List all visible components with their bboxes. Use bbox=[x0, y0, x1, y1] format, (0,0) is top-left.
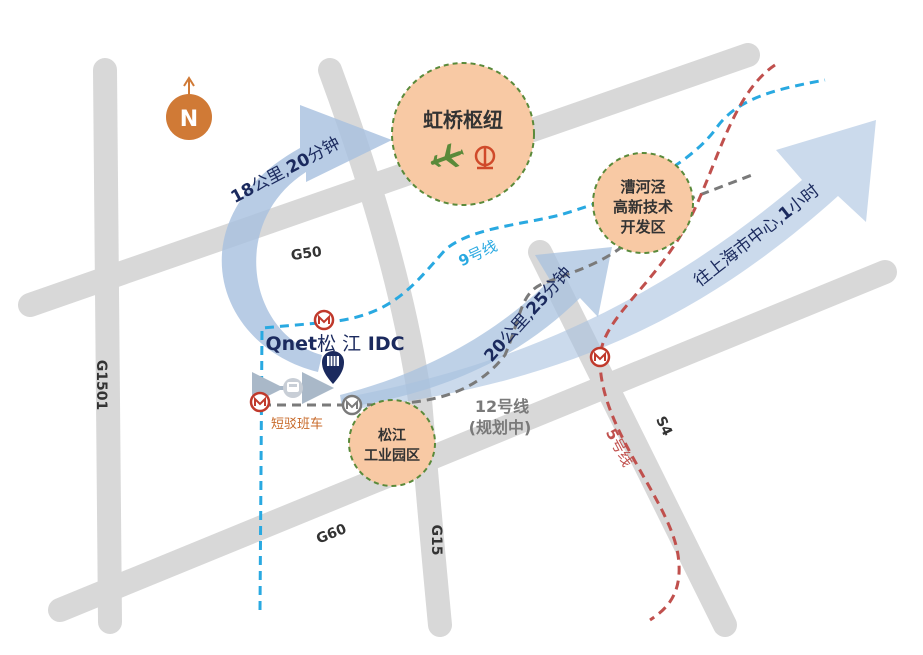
location-pin-icon[interactable] bbox=[322, 351, 344, 384]
road-labels: G50 G1501 G60 G15 S4 bbox=[93, 244, 675, 556]
railway-station-icon bbox=[474, 145, 496, 170]
hub-songjiang-line1: 松江 bbox=[378, 427, 406, 444]
metro-label-line12: 12号线 bbox=[475, 397, 529, 416]
airplane-icon bbox=[430, 143, 464, 168]
road-label-g15: G15 bbox=[428, 525, 444, 556]
metro-station-icon bbox=[589, 346, 611, 368]
site-marker[interactable]: Qnet松 江 IDC bbox=[265, 333, 405, 384]
hub-hongqiao-title: 虹桥枢纽 bbox=[423, 108, 503, 132]
hub-songjiang-park: 松江 工业园区 bbox=[348, 399, 436, 487]
route-label-to-center: 往上海市中心,1小时 bbox=[690, 181, 823, 291]
arrow-to-hongqiao bbox=[221, 105, 392, 372]
hub-caohejing: 漕河泾 高新技术 开发区 bbox=[592, 152, 694, 254]
road-label-g60: G60 bbox=[314, 521, 349, 548]
site-label: Qnet松 江 IDC bbox=[265, 333, 404, 355]
road-network bbox=[18, 43, 897, 637]
metro-line-12 bbox=[262, 173, 753, 407]
road-label-s4: S4 bbox=[652, 414, 675, 439]
road-s4 bbox=[528, 240, 737, 637]
hub-songjiang-line2: 工业园区 bbox=[364, 448, 420, 464]
hub-caohejing-line3: 开发区 bbox=[620, 218, 665, 236]
metro-station-icon-planned bbox=[341, 394, 363, 416]
hub-hongqiao: 虹桥枢纽 bbox=[391, 62, 535, 206]
arrow-to-caohejing bbox=[340, 247, 612, 408]
road-g1501 bbox=[93, 58, 122, 634]
metro-station-icon bbox=[249, 391, 271, 413]
road-label-g1501: G1501 bbox=[93, 360, 109, 410]
metro-stations bbox=[249, 309, 611, 416]
bus-icon bbox=[283, 378, 303, 398]
metro-station-icon bbox=[313, 309, 335, 331]
hub-caohejing-line1: 漕河泾 bbox=[620, 178, 665, 196]
road-g50 bbox=[18, 43, 760, 317]
metro-label-line12-note: (规划中) bbox=[469, 418, 532, 437]
hub-caohejing-line2: 高新技术 bbox=[613, 198, 673, 216]
north-arrow-icon bbox=[183, 76, 195, 96]
route-arrows bbox=[221, 105, 876, 410]
shuttle-label: 短驳班车 bbox=[271, 416, 323, 432]
road-label-g50: G50 bbox=[290, 244, 323, 264]
compass-letter: N bbox=[180, 107, 198, 132]
metro-label-line9: 9号线 bbox=[456, 237, 500, 270]
shuttle-route: 短驳班车 bbox=[252, 372, 334, 432]
north-compass: N bbox=[166, 76, 212, 140]
road-g60 bbox=[48, 260, 897, 622]
metro-line-9 bbox=[258, 78, 826, 611]
arrow-to-center bbox=[342, 120, 876, 410]
